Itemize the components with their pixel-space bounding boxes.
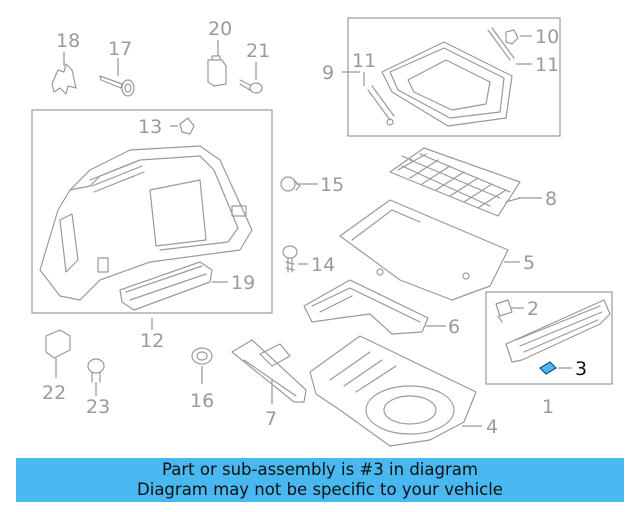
part-8-cargo-net[interactable] (389, 147, 521, 217)
label-7[interactable]: 7 (265, 408, 277, 430)
part-12-trim-panel[interactable] (39, 145, 253, 301)
label-5[interactable]: 5 (523, 252, 535, 274)
label-16[interactable]: 16 (190, 390, 214, 412)
label-10[interactable]: 10 (535, 26, 559, 48)
label-2[interactable]: 2 (527, 298, 539, 320)
label-1[interactable]: 1 (542, 396, 554, 418)
leader-lines (55, 35, 572, 427)
group-box-12 (31, 109, 273, 314)
group-box-9 (347, 17, 561, 137)
label-19[interactable]: 19 (231, 272, 255, 294)
part-22-clip[interactable] (45, 329, 71, 359)
label-20[interactable]: 20 (208, 18, 232, 40)
label-3[interactable]: 3 (575, 358, 587, 380)
label-21[interactable]: 21 (246, 40, 270, 62)
label-8[interactable]: 8 (545, 188, 557, 210)
part-13-clip[interactable] (179, 117, 195, 135)
part-1-sill-plate[interactable] (505, 299, 611, 363)
label-22[interactable]: 22 (42, 382, 66, 404)
group-box-1 (485, 291, 613, 385)
label-9[interactable]: 9 (322, 62, 334, 84)
part-14-screw[interactable] (282, 245, 298, 273)
part-10-bracket[interactable] (505, 29, 519, 45)
label-6[interactable]: 6 (448, 316, 460, 338)
label-23[interactable]: 23 (86, 396, 110, 418)
part-19-cover[interactable] (119, 261, 213, 311)
part-5-floor-board[interactable] (339, 199, 509, 301)
part-16-clip[interactable] (191, 347, 213, 365)
part-18-clip[interactable] (51, 63, 77, 95)
part-15-clip[interactable] (280, 176, 301, 192)
banner-line-2: Diagram may not be specific to your vehi… (137, 480, 503, 499)
part-6-storage-tray[interactable] (303, 279, 429, 335)
banner-line-1: Part or sub-assembly is #3 in diagram (162, 460, 478, 479)
callout-labels: 18 17 20 21 9 11 10 11 13 15 8 5 14 19 1… (42, 18, 587, 438)
part-3-highlighted[interactable] (539, 361, 557, 375)
part-20-bracket[interactable] (207, 55, 227, 87)
label-12[interactable]: 12 (140, 330, 164, 352)
label-13[interactable]: 13 (138, 116, 162, 138)
part-23-screw[interactable] (87, 358, 105, 383)
label-11-left[interactable]: 11 (352, 50, 376, 72)
info-banner: Part or sub-assembly is #3 in diagram Di… (16, 458, 624, 502)
label-18[interactable]: 18 (56, 30, 80, 52)
part-21-bolt[interactable] (239, 79, 263, 94)
part-17-screw[interactable] (99, 75, 135, 97)
part-9-tonneau-cover[interactable] (367, 27, 515, 127)
part-7-bracket[interactable] (231, 339, 307, 403)
label-17[interactable]: 17 (108, 38, 132, 60)
label-11-right[interactable]: 11 (535, 54, 559, 76)
label-14[interactable]: 14 (311, 254, 335, 276)
label-4[interactable]: 4 (486, 416, 498, 438)
part-2-clip[interactable] (495, 299, 513, 323)
label-15[interactable]: 15 (320, 174, 344, 196)
part-4-spare-tire-well[interactable] (309, 335, 477, 447)
